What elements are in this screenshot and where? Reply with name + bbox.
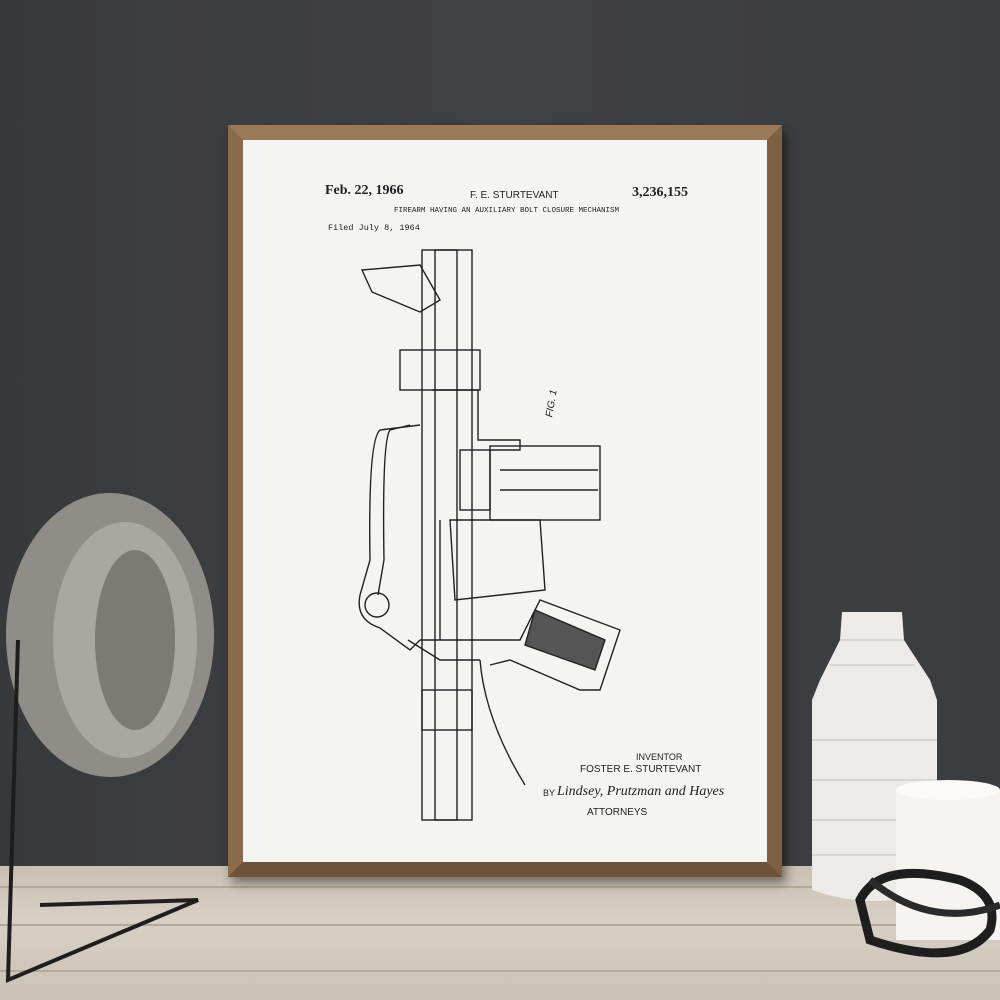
white-vase-and-candle	[0, 0, 1000, 1000]
